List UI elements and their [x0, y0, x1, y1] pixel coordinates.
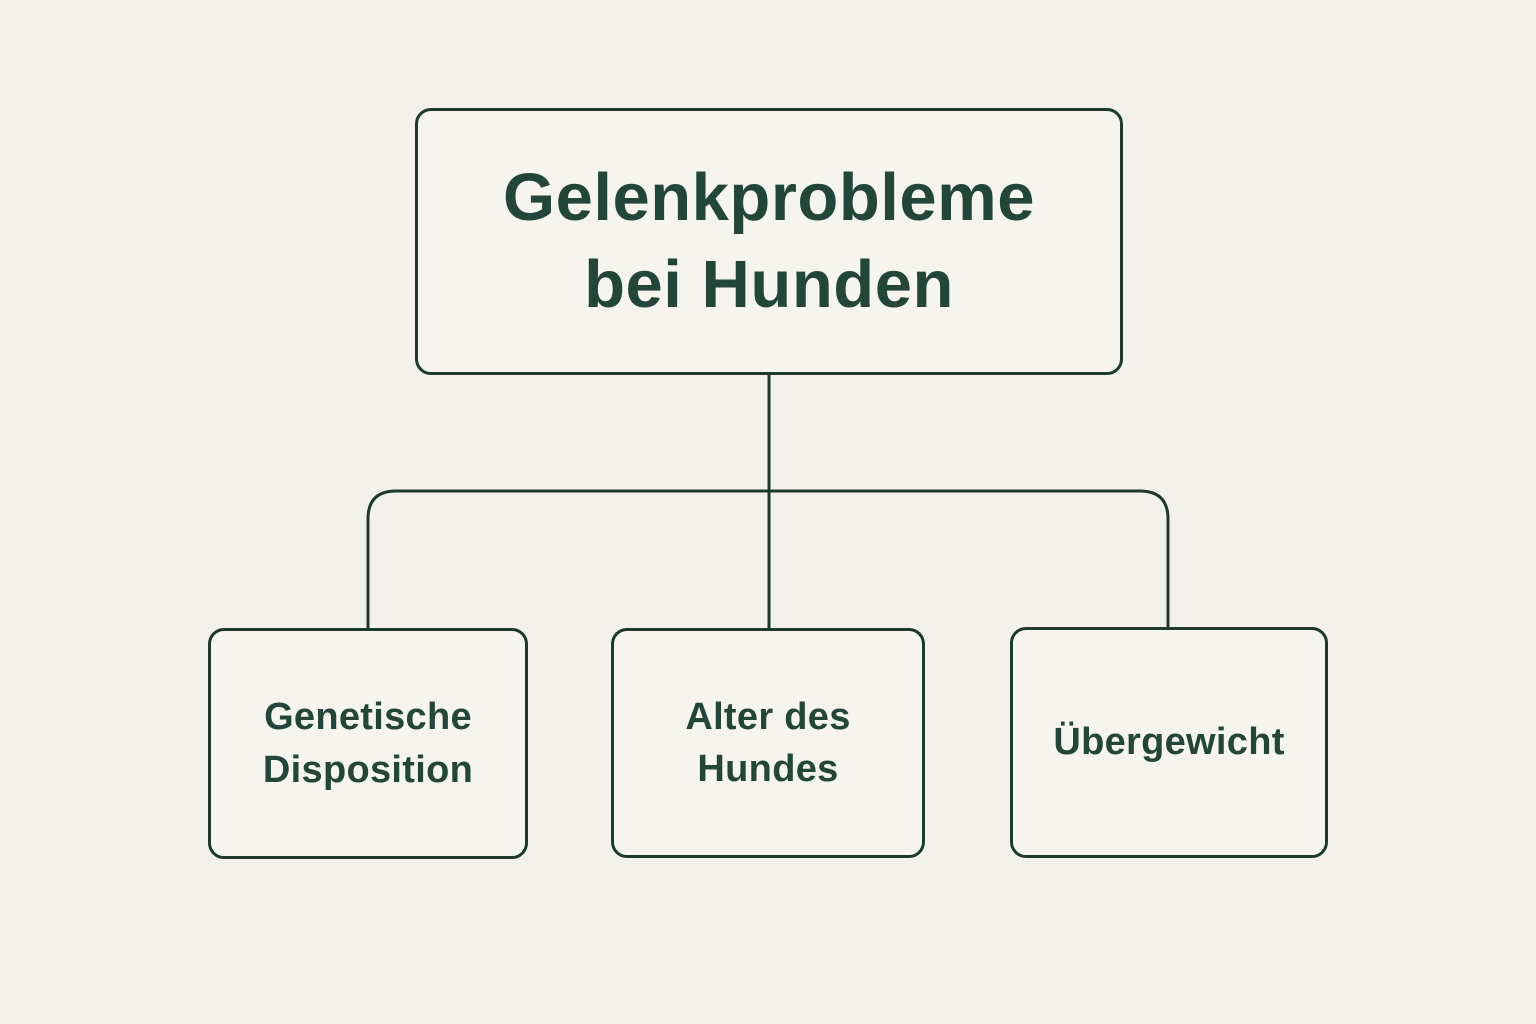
child-node-label: Übergewicht	[1053, 721, 1285, 764]
root-node-label: Gelenkprobleme bei Hunden	[502, 160, 1035, 322]
child-node-label: Alter des Hundes	[685, 695, 851, 790]
connector-branch-bar	[366, 489, 1170, 629]
child-node-alter-des-hundes: Alter des Hundes	[611, 628, 925, 858]
child-node-label: Genetische Disposition	[262, 696, 474, 791]
child-node-uebergewicht: Übergewicht	[1010, 627, 1328, 858]
root-node: Gelenkprobleme bei Hunden	[415, 108, 1123, 375]
child-node-genetische-disposition: Genetische Disposition	[208, 628, 528, 859]
